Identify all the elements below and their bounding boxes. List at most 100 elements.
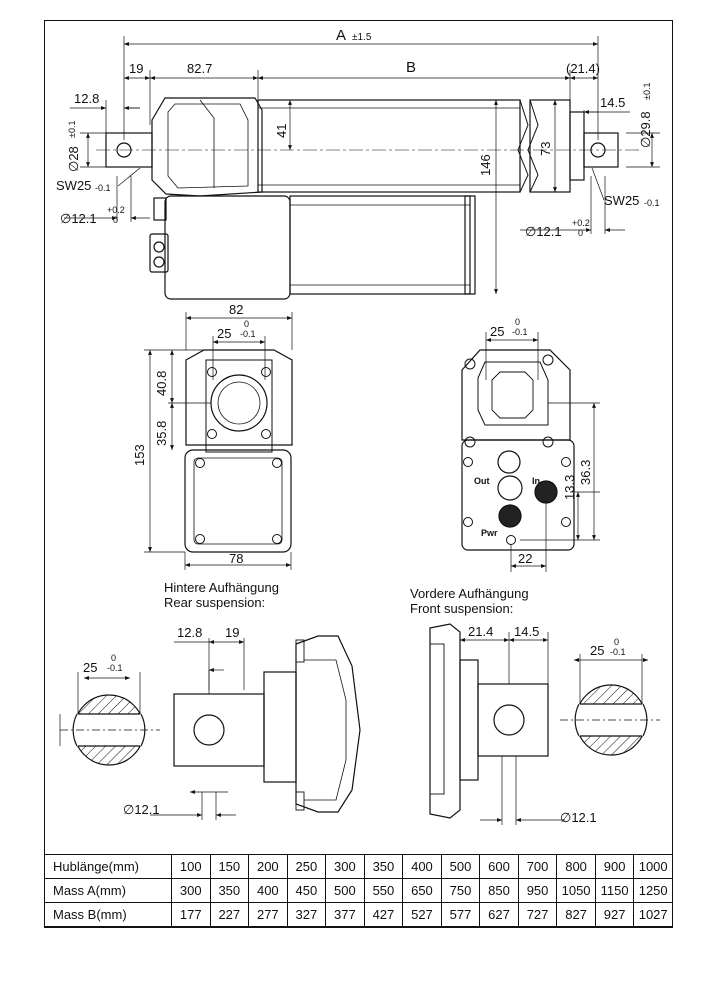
tol-upper-left: +0.2 (107, 205, 125, 215)
table-cell: 650 (402, 878, 442, 903)
rear-suspension-detail (173, 635, 361, 813)
side-view-dimensions (64, 36, 660, 294)
rear-bolts (195, 367, 282, 544)
side-view-labels: A ±1.5 B 19 82.7 (21.4) 12.8 41 14.5 ∅29… (56, 27, 660, 239)
table-cell: 750 (440, 878, 481, 903)
front-dim-25: 25 (590, 643, 604, 658)
dim-12-8: 12.8 (74, 91, 99, 106)
front-end-view (461, 349, 575, 551)
table-cell: 400 (248, 878, 288, 903)
front-suspension-detail (429, 623, 549, 819)
rear-end-dimensions (144, 312, 293, 570)
drawing-frame (44, 20, 673, 928)
front-dim-12-1: ∅12.1 (560, 810, 597, 825)
motor-housing (164, 195, 291, 300)
table-cell: 727 (517, 902, 558, 927)
front-end-dimensions (485, 332, 600, 572)
rear-suspension-labels: 25 0 -0.1 12.8 19 ∅12.1 (83, 625, 239, 817)
dim-78: 78 (229, 551, 243, 566)
connector-center-port (497, 475, 523, 501)
gearbox-housing (151, 97, 263, 197)
table-cell: 200 (248, 854, 288, 879)
dim-19: 19 (129, 61, 143, 76)
table-cell: 277 (248, 902, 288, 927)
table-cell: 400 (402, 854, 442, 879)
table-cell: 150 (209, 854, 250, 879)
front-end-labels: 25 0 -0.1 36.3 13.3 22 Out In Pwr (474, 317, 593, 566)
tol-upper-right: +0.2 (572, 218, 590, 228)
connector-pwr-label: Pwr (481, 528, 498, 538)
dim-25-rear: 25 (217, 326, 231, 341)
rear-dim-12-8: 12.8 (177, 625, 202, 640)
table-cell: 900 (594, 854, 635, 879)
dim-41: 41 (274, 124, 289, 138)
front-tol-lower: -0.1 (610, 647, 626, 657)
table-cell: 600 (479, 854, 519, 879)
table-cell: 450 (286, 878, 327, 903)
dim-a-tolerance: ±1.5 (352, 32, 372, 43)
table-cell: 527 (402, 902, 442, 927)
side-connector (149, 233, 169, 273)
connector-out-label: Out (474, 476, 490, 486)
dim-25-front: 25 (490, 324, 504, 339)
front-suspension-title-de: Vordere Aufhängung (410, 586, 529, 601)
dim-82-7: 82.7 (187, 61, 212, 76)
technical-drawing: A ±1.5 B 19 82.7 (21.4) 12.8 41 14.5 ∅29… (56, 27, 660, 825)
side-view (105, 97, 619, 300)
table-cell: 250 (286, 854, 327, 879)
sw-left-tol: -0.1 (95, 183, 111, 193)
dim-21-4-ref: (21.4) (566, 61, 600, 76)
dim-12-1-left: ∅12.1 (60, 211, 97, 226)
dim-29-8-tol: ±0.1 (642, 83, 652, 100)
rear-suspension-title-en: Rear suspension: (164, 595, 266, 610)
table-cell: 1000 (633, 854, 673, 879)
dim-73: 73 (538, 142, 553, 156)
dim-36-3: 36.3 (578, 460, 593, 485)
table-cell: 700 (517, 854, 558, 879)
dim-a-label: A (336, 27, 346, 44)
dim-b-label: B (406, 59, 416, 76)
table-cell: 350 (209, 878, 250, 903)
rear-dim-25: 25 (83, 660, 97, 675)
table-cell: 927 (594, 902, 635, 927)
table-cell: 377 (325, 902, 365, 927)
rear-end-labels: 82 25 0 -0.1 153 40.8 35.8 78 (132, 302, 256, 566)
table-cell: 177 (171, 902, 211, 927)
dim-13-3: 13.3 (562, 475, 577, 500)
rear-suspension-title-de: Hintere Aufhängung (164, 580, 279, 595)
table-row-header: Mass A(mm) (44, 878, 172, 903)
tol-25-lower-rear: -0.1 (240, 329, 256, 339)
table-cell: 100 (171, 854, 211, 879)
table-cell: 300 (171, 878, 211, 903)
dim-35-8: 35.8 (154, 421, 169, 446)
connector-in-label: In (532, 476, 540, 486)
sw-left: SW25 (56, 178, 91, 193)
table-cell: 800 (556, 854, 596, 879)
rear-dim-19: 19 (225, 625, 239, 640)
tol-lower-right: 0 (578, 228, 583, 238)
connector-out-port (497, 450, 521, 474)
front-dim-21-4: 21.4 (468, 624, 493, 639)
table-cell: 300 (325, 854, 365, 879)
table-cell: 500 (325, 878, 365, 903)
dim-40-8: 40.8 (154, 371, 169, 396)
table-row-header: Mass B(mm) (44, 902, 172, 927)
dim-28: ∅28 (66, 146, 81, 172)
table-cell: 627 (479, 902, 519, 927)
front-dim-14-5: 14.5 (514, 624, 539, 639)
rear-tol-lower: -0.1 (107, 663, 123, 673)
table-cell: 1027 (633, 902, 673, 927)
tol-25-lower-front: -0.1 (512, 327, 528, 337)
sw-right-tol: -0.1 (644, 198, 660, 208)
tol-25-upper-front: 0 (515, 317, 520, 327)
table-cell: 850 (479, 878, 519, 903)
rear-dim-12-1: ∅12.1 (123, 802, 160, 817)
tol-25-upper-rear: 0 (244, 319, 249, 329)
table-cell: 577 (440, 902, 481, 927)
dim-153: 153 (132, 444, 147, 466)
